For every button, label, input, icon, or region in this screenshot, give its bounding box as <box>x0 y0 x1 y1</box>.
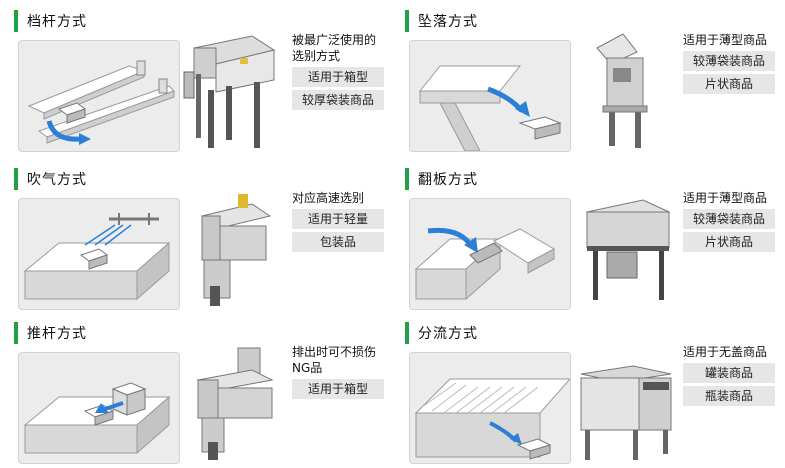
panel-title: 档杆方式 <box>27 14 87 30</box>
accent-bar <box>405 10 409 32</box>
panel-drop: 坠落方式 适用于薄型商品 较薄袋装商品 片状商品 <box>405 8 785 156</box>
description-line: NG品 <box>292 361 323 375</box>
description-line: 对应高速选别 <box>292 191 365 205</box>
panel-header: 坠落方式 <box>405 8 478 34</box>
accent-bar <box>14 322 18 344</box>
panel-description: 被最广泛使用的 选别方式 适用于箱型 较厚袋装商品 <box>292 32 396 110</box>
machine-pusher-image <box>182 340 286 468</box>
diagram-drop <box>409 40 571 152</box>
panel-title: 翻板方式 <box>418 172 478 188</box>
suitability-tag: 片状商品 <box>683 232 775 252</box>
accent-bar <box>405 322 409 344</box>
machine-air-blow-image <box>182 186 286 314</box>
panel-air-blow: 吹气方式 对应高速选别 适用于轻量 包装品 <box>14 166 394 314</box>
panel-header: 分流方式 <box>405 320 478 346</box>
diagram-pusher <box>18 352 180 464</box>
machine-diverter-image <box>573 340 677 468</box>
description-line: 排出时可不损伤 <box>292 345 377 359</box>
machine-drop-image <box>573 28 677 156</box>
panel-diverter: 分流方式 适用于无盖商品 <box>405 320 785 468</box>
diagram-flap <box>409 198 571 310</box>
panel-description: 适用于薄型商品 较薄袋装商品 片状商品 <box>683 32 785 94</box>
diagram-air-blow <box>18 198 180 310</box>
accent-bar <box>14 10 18 32</box>
accent-bar <box>14 168 18 190</box>
panel-header: 档杆方式 <box>14 8 87 34</box>
suitability-tag: 包装品 <box>292 232 384 252</box>
panel-title: 吹气方式 <box>27 172 87 188</box>
suitability-tag: 适用于轻量 <box>292 209 384 229</box>
suitability-tag: 适用于箱型 <box>292 67 384 87</box>
suitability-tag: 适用于箱型 <box>292 379 384 399</box>
panel-description: 适用于无盖商品 罐装商品 瓶装商品 <box>683 344 785 406</box>
panel-flap: 翻板方式 适用于薄型商品 较薄袋装商品 片状商品 <box>405 166 785 314</box>
suitability-tag: 较厚袋装商品 <box>292 90 384 110</box>
panel-description: 适用于薄型商品 较薄袋装商品 片状商品 <box>683 190 785 252</box>
panel-header: 吹气方式 <box>14 166 87 192</box>
diagram-lever <box>18 40 180 152</box>
panel-title: 坠落方式 <box>418 14 478 30</box>
description-line: 选别方式 <box>292 49 341 63</box>
panel-description: 对应高速选别 适用于轻量 包装品 <box>292 190 396 252</box>
panel-header: 推杆方式 <box>14 320 87 346</box>
description-line: 适用于薄型商品 <box>683 33 768 47</box>
machine-lever-image <box>182 28 286 156</box>
machine-flap-image <box>573 186 677 314</box>
panel-lever: 档杆方式 被最广泛使用的 选别方式 <box>14 8 394 156</box>
panel-title: 分流方式 <box>418 326 478 342</box>
suitability-tag: 较薄袋装商品 <box>683 209 775 229</box>
suitability-tag: 罐装商品 <box>683 363 775 383</box>
panel-description: 排出时可不损伤 NG品 适用于箱型 <box>292 344 396 399</box>
description-line: 适用于薄型商品 <box>683 191 768 205</box>
suitability-tag: 片状商品 <box>683 74 775 94</box>
description-line: 被最广泛使用的 <box>292 33 377 47</box>
panel-pusher: 推杆方式 排出时可不损伤 NG品 适用于箱型 <box>14 320 394 468</box>
accent-bar <box>405 168 409 190</box>
diagram-diverter <box>409 352 571 464</box>
panel-title: 推杆方式 <box>27 326 87 342</box>
description-line: 适用于无盖商品 <box>683 345 768 359</box>
suitability-tag: 较薄袋装商品 <box>683 51 775 71</box>
suitability-tag: 瓶装商品 <box>683 386 775 406</box>
panel-header: 翻板方式 <box>405 166 478 192</box>
